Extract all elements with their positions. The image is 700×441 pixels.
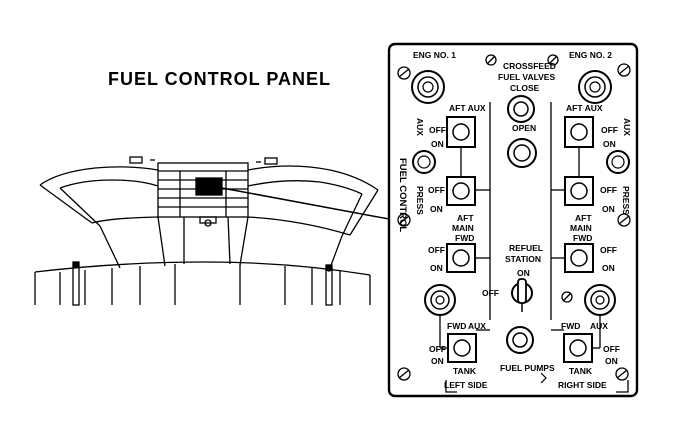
aft-aux-left-label: AFT AUX bbox=[449, 103, 486, 113]
fwd-right-main-label: FWD bbox=[573, 233, 592, 243]
refuel-off-label: OFF bbox=[482, 288, 499, 298]
fuel-pumps-knob[interactable] bbox=[506, 326, 534, 354]
screw-icon bbox=[561, 291, 573, 303]
aft-main-left-switch[interactable] bbox=[446, 176, 476, 206]
off-left-fwd-main: OFF bbox=[428, 245, 445, 255]
on-left-main: ON bbox=[430, 204, 443, 214]
main-right-label: MAIN bbox=[570, 223, 592, 233]
fwd-main-right-switch[interactable] bbox=[564, 243, 594, 273]
main-left-label: MAIN bbox=[452, 223, 474, 233]
refuel-label: REFUEL bbox=[509, 243, 543, 253]
on-right-aft-aux: ON bbox=[603, 139, 616, 149]
refuel-on-label: ON bbox=[517, 268, 530, 278]
leader-line bbox=[221, 187, 406, 223]
off-right-fwd-main: OFF bbox=[600, 245, 617, 255]
right-side-label: RIGHT SIDE bbox=[558, 380, 607, 390]
aft-aux-right-label: AFT AUX bbox=[566, 103, 603, 113]
crossfeed-label: CROSSFEED bbox=[503, 61, 556, 71]
fuel-control-vertical-label: FUEL CONTROL bbox=[397, 158, 408, 232]
on-right-fwd-main: ON bbox=[602, 263, 615, 273]
fuel-valves-label: FUEL VALVES bbox=[498, 72, 555, 82]
off-right-aft-aux: OFF bbox=[601, 125, 618, 135]
eng-no-2-label: ENG NO. 2 bbox=[569, 50, 612, 60]
fwd-aux-right-knob[interactable] bbox=[584, 284, 616, 316]
aux-press-left-light[interactable] bbox=[412, 150, 436, 174]
station-label: STATION bbox=[505, 254, 541, 264]
tank-right-label: TANK bbox=[569, 366, 593, 376]
aft-right-label: AFT bbox=[575, 213, 592, 223]
screw-icon bbox=[617, 213, 631, 227]
screw-icon bbox=[617, 63, 631, 77]
crossfeed-open-knob[interactable] bbox=[507, 138, 537, 168]
tank-left-label: TANK bbox=[453, 366, 477, 376]
on-right-main: ON bbox=[602, 204, 615, 214]
aux-right-label: AUX bbox=[622, 118, 632, 136]
eng-no-1-label: ENG NO. 1 bbox=[413, 50, 456, 60]
fwd-left-label: FWD bbox=[447, 321, 466, 331]
aux-press-right-light[interactable] bbox=[606, 150, 630, 174]
off-left-aft-aux: OFF bbox=[429, 125, 446, 135]
fuel-control-panel: ENG NO. 1 ENG NO. 2 CROSSFEED FUEL VALVE… bbox=[387, 42, 639, 398]
tank-right-switch[interactable] bbox=[563, 333, 593, 363]
tank-left-switch[interactable] bbox=[447, 333, 477, 363]
aux-right-bottom-label: AUX bbox=[590, 321, 608, 331]
refuel-station-toggle[interactable] bbox=[511, 278, 533, 312]
press-left-label: PRESS bbox=[415, 186, 425, 215]
fwd-left-main-label: FWD bbox=[455, 233, 474, 243]
on-left-aft-aux: ON bbox=[431, 139, 444, 149]
diagram-title: FUEL CONTROL PANEL bbox=[108, 69, 331, 89]
eng-no-2-knob[interactable] bbox=[578, 70, 612, 104]
fwd-right-label: FWD bbox=[561, 321, 580, 331]
fwd-main-left-switch[interactable] bbox=[446, 243, 476, 273]
on-left-fwd-main: ON bbox=[430, 263, 443, 273]
off-left-tank: OFF bbox=[429, 344, 446, 354]
fwd-aux-left-knob[interactable] bbox=[424, 284, 456, 316]
on-right-tank: ON bbox=[605, 356, 618, 366]
aux-left-label: AUX bbox=[415, 118, 425, 136]
open-label: OPEN bbox=[512, 123, 536, 133]
on-left-tank: ON bbox=[431, 356, 444, 366]
highlighted-panel-location bbox=[195, 177, 223, 196]
aft-aux-left-switch[interactable] bbox=[446, 116, 476, 148]
screw-icon bbox=[547, 54, 559, 66]
aft-aux-right-switch[interactable] bbox=[564, 116, 594, 148]
off-right-main: OFF bbox=[600, 185, 617, 195]
press-right-label: PRESS bbox=[621, 186, 631, 215]
aft-left-label: AFT bbox=[457, 213, 474, 223]
aft-main-right-switch[interactable] bbox=[564, 176, 594, 206]
screw-icon bbox=[485, 54, 497, 66]
screw-icon bbox=[397, 213, 411, 227]
screw-icon bbox=[615, 367, 629, 381]
close-label: CLOSE bbox=[510, 83, 540, 93]
eng-no-1-knob[interactable] bbox=[411, 70, 445, 104]
off-left-main: OFF bbox=[428, 185, 445, 195]
off-right-tank: OFF bbox=[603, 344, 620, 354]
fuel-pumps-label: FUEL PUMPS bbox=[500, 363, 555, 373]
crossfeed-valve-switch[interactable] bbox=[507, 95, 535, 123]
aux-left-bottom-label: AUX bbox=[468, 321, 486, 331]
screw-icon bbox=[397, 66, 411, 80]
left-side-label: LEFT SIDE bbox=[444, 380, 488, 390]
screw-icon bbox=[397, 367, 411, 381]
cockpit-sketch bbox=[34, 156, 379, 306]
